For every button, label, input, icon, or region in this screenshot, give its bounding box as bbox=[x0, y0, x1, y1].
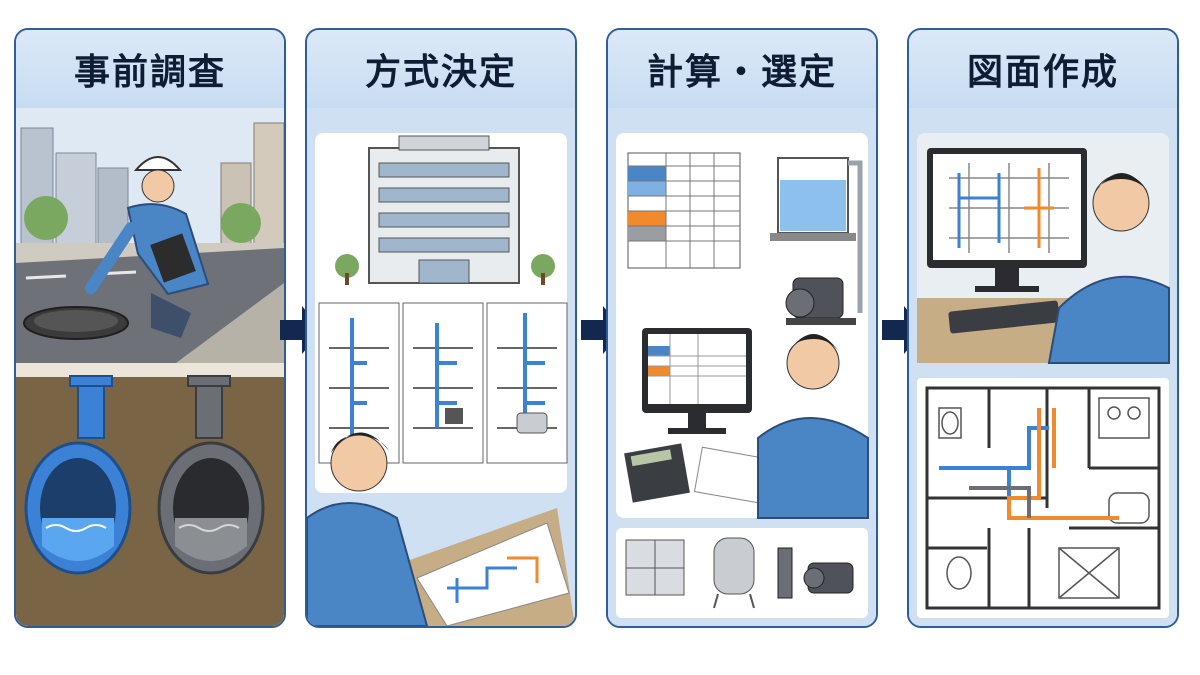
step-header: 図面作成 bbox=[909, 30, 1177, 108]
step-header: 方式決定 bbox=[307, 30, 575, 108]
step-illustration bbox=[16, 108, 284, 626]
water-pipe-icon bbox=[24, 375, 132, 575]
floor-plan-icon bbox=[925, 386, 1161, 610]
pressure-tank-icon bbox=[713, 537, 755, 609]
step-title-drawing: 図面作成 bbox=[966, 52, 1119, 93]
step-title-survey: 事前調査 bbox=[73, 52, 226, 93]
survey-worker-icon bbox=[85, 156, 210, 338]
engineer-drawing-icon bbox=[307, 432, 575, 626]
water-tank-icon bbox=[770, 157, 863, 313]
step-title-calculation: 計算・選定 bbox=[646, 52, 837, 93]
step-panel-calculation: 計算・選定 bbox=[606, 28, 878, 628]
system-diagram-icon bbox=[318, 302, 568, 464]
cad-monitor-icon bbox=[927, 148, 1087, 292]
pump-icon bbox=[785, 277, 856, 325]
step-header: 計算・選定 bbox=[608, 30, 876, 108]
engineer-calculating-icon bbox=[693, 334, 869, 519]
step-panel-drawing: 図面作成 bbox=[907, 28, 1179, 628]
engineer-cad-icon bbox=[1047, 173, 1170, 364]
step-illustration bbox=[608, 108, 876, 626]
keyboard-icon bbox=[948, 300, 1060, 334]
building-icon bbox=[335, 135, 555, 285]
monitor-icon bbox=[642, 328, 752, 434]
step-panel-survey: 事前調査 bbox=[14, 28, 286, 628]
step-title-method: 方式決定 bbox=[364, 52, 517, 93]
step-illustration bbox=[307, 108, 575, 626]
step-illustration bbox=[909, 108, 1177, 626]
booster-pump-icon bbox=[777, 547, 854, 599]
spreadsheet-icon bbox=[627, 152, 741, 269]
step-header: 事前調査 bbox=[16, 30, 284, 108]
step-panel-method: 方式決定 bbox=[305, 28, 577, 628]
sewer-pipe-icon bbox=[157, 375, 265, 575]
calculator-icon bbox=[624, 443, 690, 503]
tank-unit-icon bbox=[625, 539, 685, 596]
manhole-icon bbox=[23, 306, 129, 340]
